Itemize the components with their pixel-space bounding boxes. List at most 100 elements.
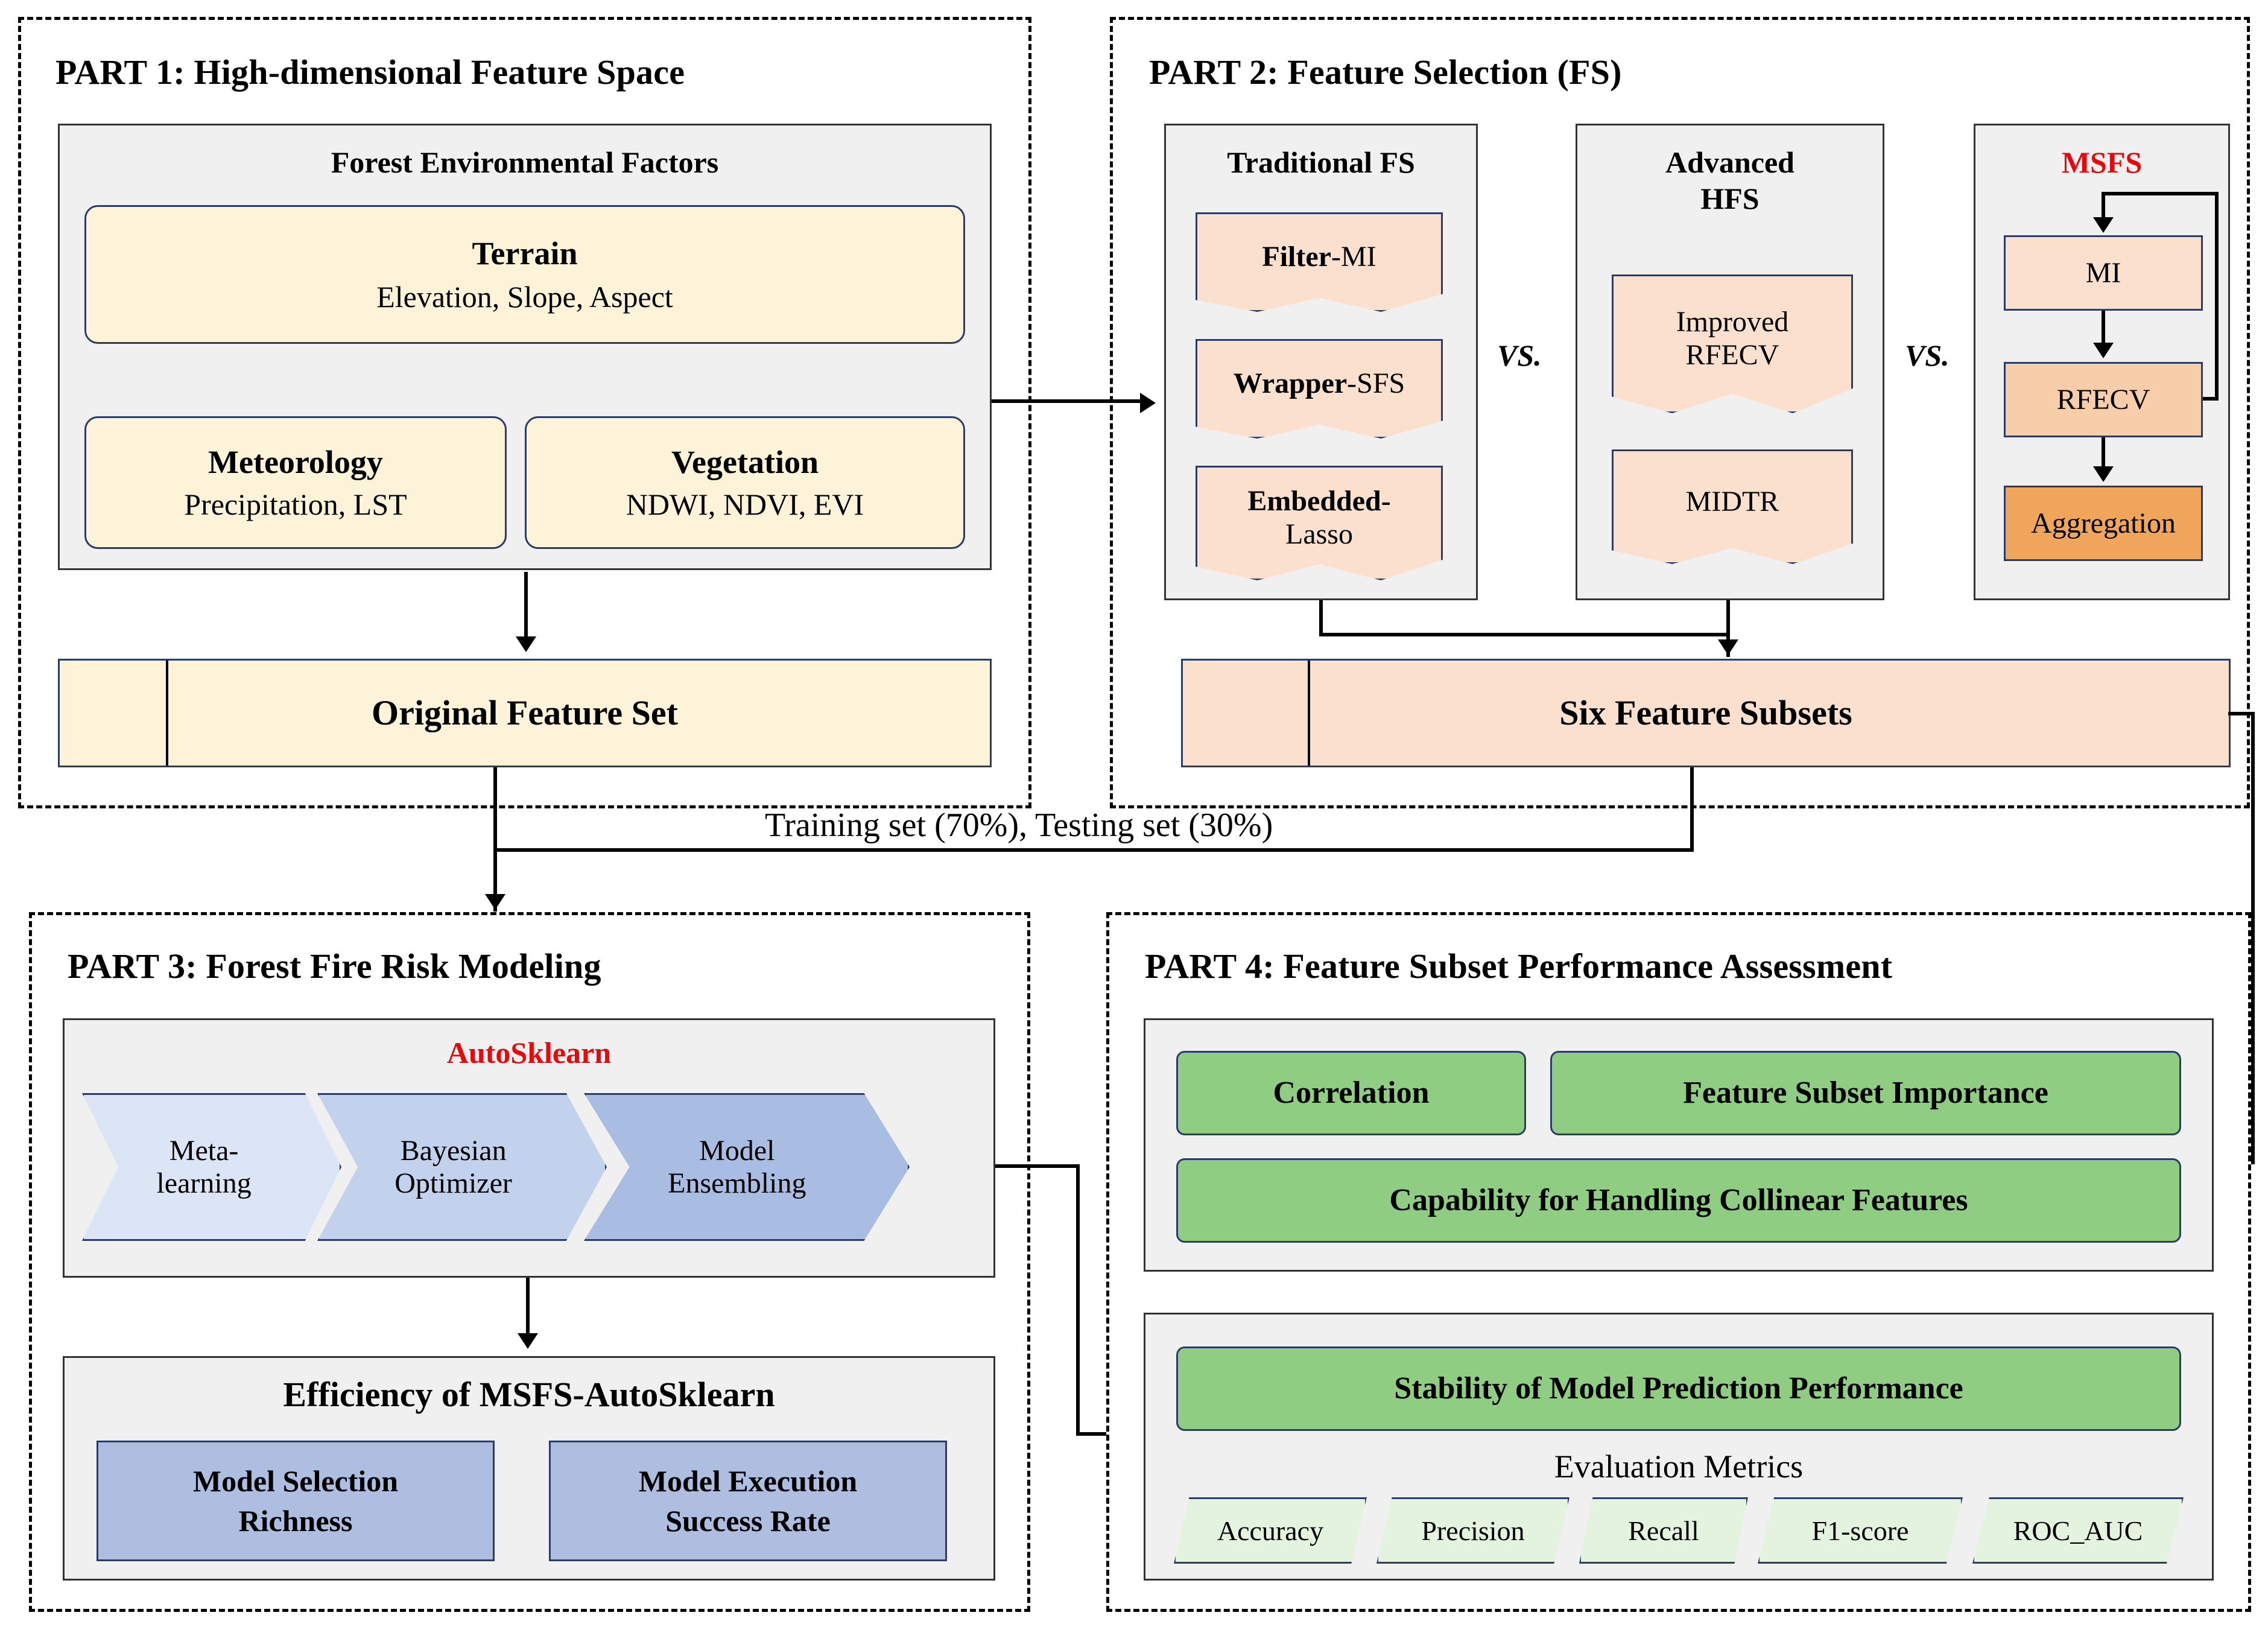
msfs-title: MSFS bbox=[2061, 145, 2143, 179]
model-execution-line2: Success Rate bbox=[665, 1504, 831, 1538]
correlation-box: Correlation bbox=[1176, 1051, 1526, 1135]
msfs-rfecv-box: RFECV bbox=[2004, 362, 2203, 437]
pipeline-meta-line1: Meta- bbox=[169, 1134, 239, 1167]
metric-accuracy: Accuracy bbox=[1174, 1497, 1367, 1564]
advanced-hfs-title-2: HFS bbox=[1700, 182, 1760, 215]
pipeline-ensemble-line2: Ensembling bbox=[668, 1167, 806, 1199]
improved-rfecv-line1: Improved bbox=[1676, 306, 1789, 338]
msfs-aggregation-box: Aggregation bbox=[2004, 486, 2203, 561]
improved-rfecv-box: Improved RFECV bbox=[1612, 274, 1853, 413]
vegetation-title: Vegetation bbox=[671, 443, 819, 480]
metric-rocauc: ROC_AUC bbox=[1972, 1497, 2184, 1564]
metric-recall-label: Recall bbox=[1628, 1515, 1699, 1546]
meteorology-box: Meteorology Precipitation, LST bbox=[84, 416, 507, 549]
msfs-aggregation-label: Aggregation bbox=[2031, 507, 2176, 539]
connector-ofs-down bbox=[493, 767, 497, 852]
model-selection-richness-box: Model Selection Richness bbox=[97, 1441, 495, 1561]
embedded-lasso-box: Embedded- Lasso bbox=[1196, 466, 1443, 580]
connector-horizontal bbox=[493, 848, 1694, 852]
pipeline-meta-line2: learning bbox=[156, 1167, 252, 1199]
filter-mi-rest: -MI bbox=[1331, 241, 1376, 273]
msfs-arrow-top-line bbox=[2102, 192, 2105, 218]
arrow-autosklearn-to-efficiency-head bbox=[518, 1333, 538, 1349]
vs-label-1: VS. bbox=[1497, 338, 1542, 372]
filter-mi-bold: Filter bbox=[1262, 241, 1331, 273]
traditional-fs-title: Traditional FS bbox=[1227, 145, 1415, 179]
ofs-tick-divider bbox=[166, 661, 168, 766]
model-execution-success-box: Model Execution Success Rate bbox=[549, 1441, 947, 1561]
metric-accuracy-label: Accuracy bbox=[1217, 1515, 1324, 1546]
efficiency-title: Efficiency of MSFS-AutoSklearn bbox=[283, 1375, 775, 1414]
filter-mi-box: Filter-MI bbox=[1196, 212, 1443, 312]
metric-f1score-label: F1-score bbox=[1811, 1515, 1909, 1546]
connector-down-to-part3 bbox=[493, 848, 497, 912]
stability-box: Stability of Model Prediction Performanc… bbox=[1176, 1346, 2181, 1431]
model-execution-line1: Model Execution bbox=[638, 1464, 858, 1498]
embedded-lasso-rest: Lasso bbox=[1285, 518, 1353, 550]
pipeline-model-ensembling: Model Ensembling bbox=[584, 1093, 910, 1241]
msfs-arrow-mi-rfecv-line bbox=[2102, 311, 2105, 344]
advanced-hfs-title: Advanced bbox=[1665, 145, 1794, 179]
msfs-rfecv-label: RFECV bbox=[2056, 383, 2150, 416]
evaluation-metrics-label: Evaluation Metrics bbox=[1554, 1448, 1804, 1485]
msfs-arrow-rfecv-agg-line bbox=[2102, 437, 2105, 469]
arrow-trad-to-subsets-h bbox=[1319, 633, 1730, 636]
wrapper-sfs-rest: -SFS bbox=[1347, 367, 1405, 399]
vegetation-items: NDWI, NDVI, EVI bbox=[626, 487, 864, 522]
msfs-mi-box: MI bbox=[2004, 235, 2203, 311]
wrapper-sfs-bold: Wrapper bbox=[1233, 367, 1348, 399]
pipeline-bayes-line1: Bayesian bbox=[400, 1134, 507, 1167]
arrow-part1-to-part2-head bbox=[1140, 393, 1156, 413]
metric-f1score: F1-score bbox=[1758, 1497, 1963, 1564]
arrow-autosklearn-to-efficiency-line bbox=[526, 1278, 530, 1337]
msfs-mi-label: MI bbox=[2085, 256, 2121, 289]
arrow-factors-to-ofs-head bbox=[516, 636, 536, 652]
subsets-right-out bbox=[2228, 712, 2255, 715]
msfs-loop-top bbox=[2102, 192, 2219, 195]
metric-precision-label: Precision bbox=[1421, 1515, 1525, 1546]
wrapper-sfs-box: Wrapper-SFS bbox=[1196, 339, 1443, 439]
collinear-features-box: Capability for Handling Collinear Featur… bbox=[1176, 1158, 2181, 1243]
msfs-arrow-rfecv-agg-head bbox=[2093, 466, 2114, 482]
midtr-line1: MIDTR bbox=[1685, 485, 1779, 518]
original-feature-set-box: Original Feature Set bbox=[58, 659, 992, 767]
metric-recall: Recall bbox=[1579, 1497, 1748, 1564]
improved-rfecv-line2: RFECV bbox=[1685, 339, 1779, 371]
arrow-part1-to-part2-line bbox=[992, 399, 1142, 403]
part3-title: PART 3: Forest Fire Risk Modeling bbox=[68, 947, 601, 986]
vs-label-2: VS. bbox=[1905, 338, 1950, 372]
connector-head-part3 bbox=[485, 894, 505, 910]
arrow-adv-to-subsets-v bbox=[1726, 600, 1730, 636]
pipeline-ensemble-line1: Model bbox=[699, 1134, 775, 1167]
six-feature-subsets-box: Six Feature Subsets bbox=[1181, 659, 2231, 767]
model-selection-line1: Model Selection bbox=[192, 1464, 399, 1498]
msfs-loop-right bbox=[2215, 192, 2219, 400]
pipeline-meta-learning: Meta- learning bbox=[82, 1093, 341, 1241]
terrain-box: Terrain Elevation, Slope, Aspect bbox=[84, 205, 965, 344]
autosklearn-title: AutoSklearn bbox=[446, 1036, 612, 1070]
feature-subset-importance-box: Feature Subset Importance bbox=[1550, 1051, 2181, 1135]
feature-subset-importance-label: Feature Subset Importance bbox=[1683, 1075, 2048, 1110]
arrow-subsets-head bbox=[1718, 639, 1738, 655]
terrain-items: Elevation, Slope, Aspect bbox=[376, 280, 673, 314]
midtr-box: MIDTR bbox=[1612, 449, 1853, 564]
pipeline-bayesian-optimizer: Bayesian Optimizer bbox=[317, 1093, 607, 1241]
part4-title: PART 4: Feature Subset Performance Asses… bbox=[1145, 947, 1893, 986]
six-feature-subsets-label: Six Feature Subsets bbox=[1559, 693, 1852, 732]
part2-title: PART 2: Feature Selection (FS) bbox=[1149, 52, 1622, 92]
meteorology-title: Meteorology bbox=[208, 443, 383, 480]
subsets-right-down bbox=[2251, 712, 2255, 1164]
model-selection-line2: Richness bbox=[238, 1504, 353, 1538]
six-subsets-tick-divider bbox=[1308, 661, 1310, 766]
msfs-arrow-top-head bbox=[2093, 217, 2114, 233]
forest-environmental-factors-title: Forest Environmental Factors bbox=[331, 145, 719, 179]
arrow-trad-to-subsets-v1 bbox=[1319, 600, 1323, 636]
metric-rocauc-label: ROC_AUC bbox=[2013, 1515, 2143, 1546]
msfs-loop-bottom bbox=[2203, 397, 2219, 401]
terrain-title: Terrain bbox=[472, 235, 578, 271]
arrow-part3-out-h1 bbox=[995, 1164, 1080, 1168]
vegetation-box: Vegetation NDWI, NDVI, EVI bbox=[525, 416, 965, 549]
correlation-label: Correlation bbox=[1273, 1075, 1430, 1110]
connector-subsets-up bbox=[1690, 767, 1694, 852]
